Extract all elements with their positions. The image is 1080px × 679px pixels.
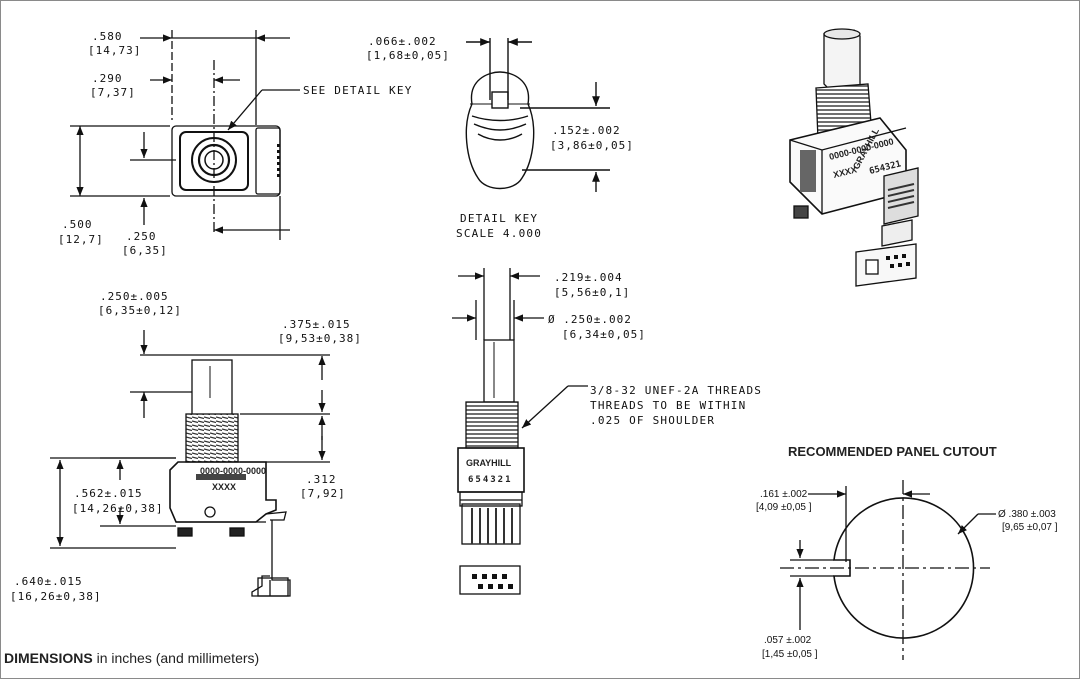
front-pin-numbers: 654321 [468,475,513,485]
thread-spec-line1: 3/8-32 UNEF-2A THREADS [590,384,762,397]
dim-shaft-dia-mm: [6,34±0,05] [562,328,646,341]
dim-bushing-mm: [7,92] [300,487,346,500]
dim-key-flat: .066±.002 [368,35,437,48]
dim-shaft-len-mm: [9,53±0,38] [278,332,362,345]
dimensions-caption: DIMENSIONS in inches (and millimeters) [4,650,259,666]
see-detail-key-callout: SEE DETAIL KEY [303,84,413,97]
front-body [457,447,525,493]
dim-flat-width-mm: [5,56±0,1] [554,286,630,299]
dim-cutout-dia: Ø .380 ±.003 [998,509,1056,520]
dim-shaft-width: .250±.005 [100,290,169,303]
dim-height: .500 [62,218,93,231]
dim-key-depth-mm: [3,86±0,05] [550,139,634,152]
dim-body-mm: [14,26±0,38] [72,502,163,515]
iso-connector [855,243,917,287]
dim-shaft-dia: Ø .250±.002 [548,313,632,326]
dim-shaft-len: .375±.015 [282,318,351,331]
dim-width: .580 [92,30,123,43]
top-view-body [171,125,281,197]
thread-spec-line2: THREADS TO BE WITHIN [590,399,746,412]
detail-key-view [465,38,610,192]
dim-total-mm: [16,26±0,38] [10,590,101,603]
panel-cutout-title: RECOMMENDED PANEL CUTOUT [788,444,997,459]
isometric-view [789,28,919,287]
side-view [50,330,330,597]
dim-offset-mm: [6,35] [122,244,168,257]
dim-shaft-width-mm: [6,35±0,12] [98,304,182,317]
key-shape [465,71,535,190]
front-pins [461,503,521,545]
front-brand: GRAYHILL [466,458,512,468]
dim-half-mm: [7,37] [90,86,136,99]
dim-key-flat-mm: [1,68±0,05] [366,49,450,62]
thread-spec-line3: .025 OF SHOULDER [590,414,715,427]
side-label-code: 0000-0000-0000 [200,466,266,476]
front-bushing [465,401,519,449]
dim-height-mm: [12,7] [58,233,104,246]
dim-cutout-dia-mm: [9,65 ±0,07 ] [1002,522,1058,533]
dimensions-caption-rest: in inches (and millimeters) [92,650,260,666]
dim-flat-width: .219±.004 [554,271,623,284]
side-label-xxxx: XXXX [212,482,236,492]
panel-cutout-shape [833,497,975,639]
dim-cutout-key-width: .057 ±.002 [764,635,812,646]
dimensions-caption-bold: DIMENSIONS [4,650,93,666]
dim-key-depth: .152±.002 [552,124,621,137]
detail-key-scale: SCALE 4.000 [456,227,542,240]
detail-key-title: DETAIL KEY [460,212,538,225]
side-shaft [191,359,233,417]
top-view [70,30,300,240]
dim-cutout-key-offset: .161 ±.002 [760,489,808,500]
front-shaft [483,339,515,403]
panel-cutout-view [780,480,996,660]
dim-width-mm: [14,73] [88,44,141,57]
dim-bushing: .312 [306,473,337,486]
pin-dots [277,144,280,177]
front-connector [459,565,521,595]
dim-half: .290 [92,72,123,85]
dim-cutout-key-offset-mm: [4,09 ±0,05 ] [756,502,812,513]
dim-total: .640±.015 [14,575,83,588]
side-bushing [185,413,239,463]
dim-cutout-key-width-mm: [1,45 ±0,05 ] [762,649,818,660]
dim-body: .562±.015 [74,487,143,500]
front-view [452,268,588,595]
dim-offset: .250 [126,230,157,243]
